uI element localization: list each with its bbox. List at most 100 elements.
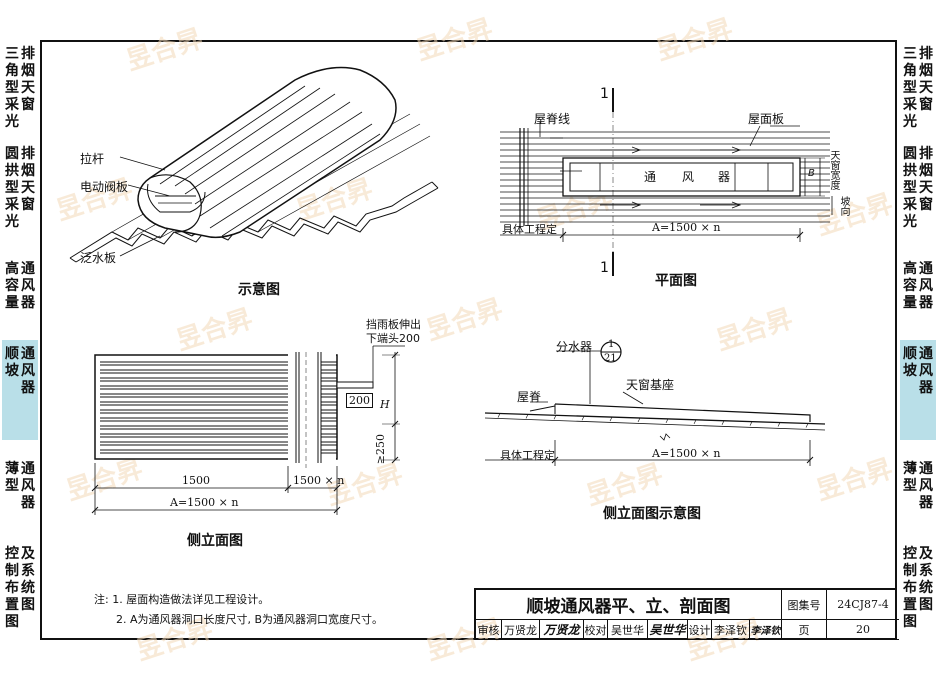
right-tab-2[interactable]: 高容量通风器	[900, 255, 936, 340]
review-label: 审核	[476, 620, 502, 640]
left-tab-3-col-1: 通风器	[21, 346, 35, 396]
section-hatch	[665, 418, 669, 424]
left-tab-0-col-0: 三角型采光	[5, 46, 19, 130]
notes-prefix: 注:	[94, 593, 109, 606]
right-tab-3[interactable]: 顺坡通风器	[900, 340, 936, 440]
watermark-text: 昱合昇	[813, 188, 897, 242]
section-hatch	[749, 421, 753, 426]
left-tab-2[interactable]: 高容量通风器	[2, 255, 38, 340]
section-hatch	[805, 423, 809, 428]
left-tab-2-col-0: 高容量	[5, 261, 19, 311]
right-tab-2-col-0: 高容量	[903, 261, 917, 311]
label-vent-1: 通	[644, 170, 657, 184]
section-mark-bottom: 1	[600, 260, 609, 276]
right-tab-5-col-0: 控制布置图	[903, 546, 917, 630]
left-tab-4-col-1: 通风器	[21, 461, 35, 511]
left-tab-4[interactable]: 薄型通风器	[2, 455, 38, 540]
section-hatch	[721, 420, 725, 425]
page-label: 页	[782, 620, 827, 640]
label-width-b: B	[808, 168, 815, 179]
label-plan-dim: A=1500 × n	[652, 221, 721, 234]
note-2: 2. A为通风器洞口长度尺寸, B为通风器洞口宽度尺寸。	[116, 613, 384, 626]
drawing-title: 顺坡通风器平、立、剖面图	[476, 590, 782, 620]
checker-signature: 吴世华	[648, 620, 688, 640]
right-tab-0[interactable]: 三角型采光排烟天窗	[900, 40, 936, 140]
right-tab-3-col-0: 顺坡	[903, 346, 917, 379]
watermark-text: 昱合昇	[123, 23, 207, 77]
reviewer-signature: 万贤龙	[540, 620, 584, 640]
watermark-text: 昱合昇	[63, 453, 147, 507]
right-tab-0-col-1: 排烟天窗	[919, 46, 933, 113]
atlas-number: 24CJ87-4	[827, 590, 899, 620]
right-tab-1-col-0: 圆拱型采光	[903, 146, 917, 230]
check-label: 校对	[584, 620, 608, 640]
right-tab-1[interactable]: 圆拱型采光排烟天窗	[900, 140, 936, 255]
label-gutter: 分水器	[556, 340, 593, 354]
right-tab-0-col-0: 三角型采光	[903, 46, 917, 130]
right-tab-5[interactable]: 控制布置图及系统图	[900, 540, 936, 640]
right-tab-5-col-1: 及系统图	[919, 546, 933, 613]
label-rake: 坡向	[838, 196, 849, 216]
left-tab-3[interactable]: 顺坡通风器	[2, 340, 38, 440]
label-dim-h: H	[380, 398, 390, 411]
label-dim-1500n: 1500 × n	[293, 474, 345, 487]
side-section-drawing	[484, 341, 826, 466]
label-base: 天窗基座	[626, 378, 675, 392]
title-block: 顺坡通风器平、立、剖面图 图集号 24CJ87-4 审核 万贤龙 万贤龙 校对 …	[474, 588, 899, 640]
watermark-text: 昱合昇	[653, 13, 737, 67]
label-roof-panel: 屋面板	[748, 112, 785, 126]
label-section-dim: A=1500 × n	[652, 447, 721, 460]
label-skylight-width: 天窗宽度	[828, 150, 839, 190]
label-rain-shield-2: 下端头200	[366, 332, 420, 345]
section-hatch	[497, 413, 501, 418]
design-label: 设计	[688, 620, 712, 640]
right-tab-4-col-1: 通风器	[919, 461, 933, 511]
plan-drawing	[500, 88, 833, 276]
reviewer-name: 万贤龙	[502, 620, 540, 640]
label-rain-shield-1: 挡雨板伸出	[366, 318, 421, 331]
drawing-frame	[40, 40, 897, 640]
watermark-text: 昱合昇	[423, 293, 507, 347]
left-tab-5[interactable]: 控制布置图及系统图	[2, 540, 38, 640]
section-hatch	[637, 417, 641, 423]
watermark-text: 昱合昇	[713, 303, 797, 357]
left-tab-3-col-0: 顺坡	[5, 346, 19, 379]
label-dim-200: 200	[346, 393, 373, 408]
section-hatch	[581, 416, 585, 421]
label-dim-250: ≥250	[374, 434, 387, 465]
side-section-title: 侧立面图示意图	[603, 506, 701, 522]
section-hatch	[777, 422, 781, 427]
label-vent-2: 风	[682, 170, 695, 184]
ref-top: 1	[608, 339, 615, 350]
label-elev-dim-a: A=1500 × n	[170, 496, 239, 509]
left-tab-4-col-0: 薄型	[5, 461, 19, 494]
left-tab-2-col-1: 通风器	[21, 261, 35, 311]
watermark-text: 昱合昇	[413, 13, 497, 67]
atlas-label: 图集号	[782, 590, 827, 620]
notes: 注: 1. 屋面构造做法详见工程设计。 2. A为通风器洞口长度尺寸, B为通风…	[94, 590, 383, 630]
label-damper: 电动阀板	[80, 180, 129, 194]
left-tab-0-col-1: 排烟天窗	[21, 46, 35, 113]
label-flashing: 泛水板	[80, 251, 117, 265]
designer-signature: 李泽钦	[750, 620, 782, 640]
side-elevation-drawing	[91, 345, 405, 515]
section-mark-top: 1	[600, 86, 609, 102]
label-dim-1500: 1500	[182, 474, 210, 487]
label-rod: 拉杆	[80, 152, 105, 166]
right-tab-4-col-0: 薄型	[903, 461, 917, 494]
left-tab-1[interactable]: 圆拱型采光排烟天窗	[2, 140, 38, 255]
section-hatch	[553, 415, 557, 420]
left-tab-1-col-0: 圆拱型采光	[5, 146, 19, 230]
note-1: 1. 屋面构造做法详见工程设计。	[112, 593, 270, 606]
right-tab-3-col-1: 通风器	[919, 346, 933, 396]
schematic-title: 示意图	[238, 282, 280, 298]
left-tab-5-col-1: 及系统图	[21, 546, 35, 613]
left-tab-5-col-0: 控制布置图	[5, 546, 19, 630]
ref-bottom: 21	[604, 353, 617, 364]
page-number: 20	[827, 620, 899, 640]
right-tab-4[interactable]: 薄型通风器	[900, 455, 936, 540]
left-tab-0[interactable]: 三角型采光排烟天窗	[2, 40, 38, 140]
designer-name: 李泽钦	[712, 620, 750, 640]
